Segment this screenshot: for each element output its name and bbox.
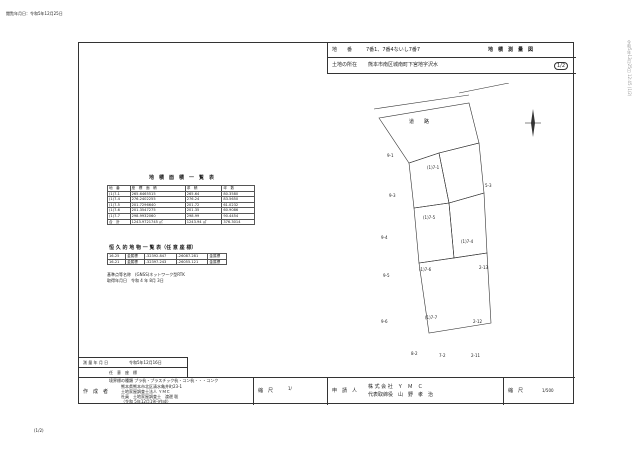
side-stamp: 令和5年12月25日 12:45 (1/2) (627, 40, 632, 97)
applicant-label: 申 請 人 (332, 388, 358, 394)
scale-label-2: 縮 尺 (508, 388, 524, 394)
survey-method: 任 意 座 標 (109, 370, 137, 375)
scale-value: 1/ (288, 386, 292, 391)
parcel-map (373, 83, 509, 334)
parcel-label: (1)7-4 (461, 239, 474, 244)
parcel-label: (1)7-1 (427, 165, 440, 170)
neighbor-label: 9-3 (389, 193, 396, 198)
north-arrow-icon (525, 109, 541, 137)
preparer-line: 熊本県熊本市北区清水亀井町23-1 (121, 384, 183, 389)
preparer-label: 作 成 者 (83, 389, 109, 395)
neighbor-label: 9-6 (381, 319, 388, 324)
acquisition-note: 取得年月日 令和 4 年 8月 3日 (107, 278, 164, 283)
scale-label: 縮 尺 (258, 388, 274, 394)
neighbor-label: 7-2 (439, 353, 446, 358)
bottom-strip: 境界標の種類 プラ杭・プラスチック杭・コン杭・・・コンク 作 成 者 熊本県熊本… (79, 377, 575, 405)
preparer-line: （令和 5年12月19日作成） (121, 399, 171, 404)
chiban-value: 7番1、7番4ないし7番7 (366, 47, 421, 53)
neighbor-label: 2-11 (471, 353, 481, 358)
location-label: 土地の所在 (332, 62, 358, 68)
boundary-note: 境界標の種類 プラ杭・プラスチック杭・コン杭・・・コンク (109, 378, 219, 383)
applicant-rep: 代表取締役 山 野 孝 治 (368, 392, 434, 398)
neighbor-label: 9-4 (381, 235, 388, 240)
survey-date-box: 測 量 年 月 日 令和5年12月16日 任 意 座 標 (79, 357, 188, 378)
parcel-label: (1)7-7 (425, 315, 438, 320)
preparer-line: 社員 土地家屋調査士 渡邊 聡 (121, 394, 179, 399)
preparer-line: 土地家屋調査士法人 ＹＭＣ (121, 389, 171, 394)
applicant-company: 株 式 会 社 Ｙ Ｍ Ｃ (368, 384, 423, 390)
sheet-number: 1/2 (554, 62, 569, 70)
neighbor-label: 5-3 (485, 183, 492, 188)
neighbor-label: 2-12 (473, 319, 483, 324)
survey-sheet: 地 番 7番1、7番4ないし7番7 地 積 測 量 図 土地の所在 熊本市南区城… (78, 42, 576, 405)
title-block: 地 番 7番1、7番4ないし7番7 地 積 測 量 図 土地の所在 熊本市南区城… (327, 43, 576, 74)
reference-note: 基準点等名称 (GNSS)ネットワーク型RTK (107, 272, 185, 277)
print-date: 閲覧年月日：令和5年12月25日 (6, 11, 63, 16)
area-table-title: 地 積 面 積 一 覧 表 (149, 175, 215, 181)
neighbor-label: 8-2 (411, 351, 418, 356)
road-label: 道 路 (409, 119, 430, 125)
survey-date-value: 令和5年12月16日 (129, 360, 162, 365)
perm-table-title: 恒 久 的 地 物 一 覧 表（任 意 座 標） (109, 245, 197, 251)
neighbor-label: 9-1 (387, 153, 394, 158)
location-value: 熊本市南区城南町下宮地字沢水 (368, 62, 439, 68)
page-number: (1/2) (34, 428, 44, 433)
neighbor-label: 2-13 (479, 265, 489, 270)
scale-value-2: 1/500 (542, 388, 554, 393)
survey-date-label: 測 量 年 月 日 (83, 360, 109, 365)
survey-title: 地 積 測 量 図 (488, 47, 534, 53)
parcel-label: (1)7-6 (419, 267, 432, 272)
chiban-label: 地 番 (332, 47, 353, 53)
neighbor-label: 9-5 (383, 273, 390, 278)
parcel-label: (1)7-5 (423, 215, 436, 220)
